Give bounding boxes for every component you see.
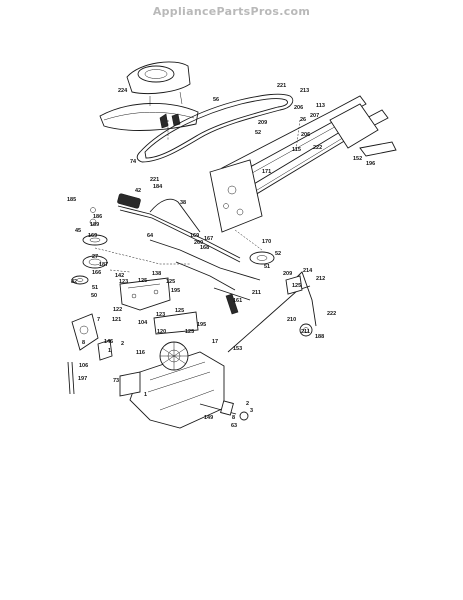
part-callout-42: 42 [135,188,141,194]
part-callout-210: 210 [287,317,296,323]
part-callout-189: 189 [90,222,99,228]
part-callout-106: 106 [79,363,88,369]
part-callout-125: 125 [185,329,194,335]
alignment-lines [94,119,301,273]
part-callout-206: 206 [301,132,310,138]
part-callout-195: 195 [197,322,206,328]
part-callout-125: 125 [138,278,147,284]
part-callout-51: 51 [92,285,98,291]
part-callout-149: 149 [204,415,213,421]
drive-belt [136,93,294,163]
part-callout-209: 209 [258,120,267,126]
part-callout-211: 211 [252,290,261,296]
part-callout-207: 207 [310,113,319,119]
part-callout-188: 188 [315,334,324,340]
part-callout-64: 64 [147,233,154,239]
part-callout-212: 212 [316,276,325,282]
right-pulley [249,251,275,265]
part-callout-125: 125 [292,283,301,289]
part-callout-26: 26 [300,117,306,123]
part-callout-209: 209 [283,271,292,277]
shift-linkage [213,271,317,353]
part-callout-142: 142 [115,273,124,279]
part-callout-186: 186 [93,214,102,220]
part-callout-2: 2 [121,341,124,347]
part-callout-45: 45 [75,228,81,234]
transaxle [119,341,249,429]
part-callout-222: 222 [313,145,322,151]
part-callout-260: 260 [194,240,203,246]
part-callout-74: 74 [130,159,137,165]
part-callout-38: 38 [180,200,186,206]
part-callout-56: 56 [213,97,219,103]
part-callout-3: 3 [250,408,253,414]
part-callout-27: 27 [92,254,98,260]
part-callout-185: 185 [67,197,76,203]
part-callout-196: 196 [366,161,375,167]
part-callout-113: 113 [316,103,325,109]
part-callout-52: 52 [255,130,261,136]
part-callout-211: 211 [301,329,310,335]
part-callout-104: 104 [138,320,148,326]
part-callout-221: 221 [150,177,159,183]
brake-pedal-shaft [117,193,261,291]
part-callout-123: 123 [119,279,128,285]
part-callout-213: 213 [300,88,309,94]
part-callout-116: 116 [136,350,145,356]
part-callout-146: 146 [104,339,113,345]
part-callout-50: 50 [91,293,97,299]
part-callout-7: 7 [97,317,100,323]
part-callout-161: 161 [233,298,242,304]
part-callout-224: 224 [118,88,128,94]
part-callout-167: 167 [204,236,213,242]
part-callout-8: 8 [82,340,85,346]
part-callout-123: 123 [156,312,165,318]
part-callout-152: 152 [353,156,362,162]
part-callout-184: 184 [153,184,163,190]
part-callout-138: 138 [152,271,161,277]
watermark: AppliancePartsPros.com [152,5,311,18]
part-callout-125: 125 [175,308,184,314]
part-callout-197: 197 [78,376,87,382]
part-callout-206: 206 [294,105,303,111]
part-callout-195: 195 [171,288,180,294]
part-callout-82: 82 [71,279,77,285]
part-callout-221: 221 [277,83,286,89]
part-callout-168: 168 [200,245,209,251]
dash-cover [99,61,199,131]
part-callout-17: 17 [212,339,218,345]
part-callout-73: 73 [113,378,119,384]
part-callout-153: 153 [233,346,242,352]
part-callout-115: 115 [292,147,301,153]
part-callout-169: 169 [88,233,97,239]
part-callout-51: 51 [264,264,270,270]
part-callout-222: 222 [327,311,336,317]
part-callout-8: 8 [232,415,235,421]
part-callout-169: 169 [190,233,199,239]
part-callout-122: 122 [113,307,122,313]
part-callout-170: 170 [262,239,271,245]
mounting-brackets [119,277,199,335]
part-callout-166: 166 [92,270,101,276]
part-callout-214: 214 [303,268,313,274]
part-callout-63: 63 [231,423,237,429]
part-callout-121: 121 [112,317,121,323]
tractor-frame [209,95,397,233]
brake-assembly [67,313,113,395]
part-callout-1: 1 [108,348,111,354]
part-callout-120: 120 [157,329,166,335]
part-callout-125: 125 [166,279,175,285]
part-callout-52: 52 [275,251,281,257]
part-callout-187: 187 [99,262,108,268]
part-callout-171: 171 [262,169,271,175]
idler-pulley-stack [71,207,108,285]
part-callout-1: 1 [144,392,147,398]
part-callout-2: 2 [246,401,249,407]
